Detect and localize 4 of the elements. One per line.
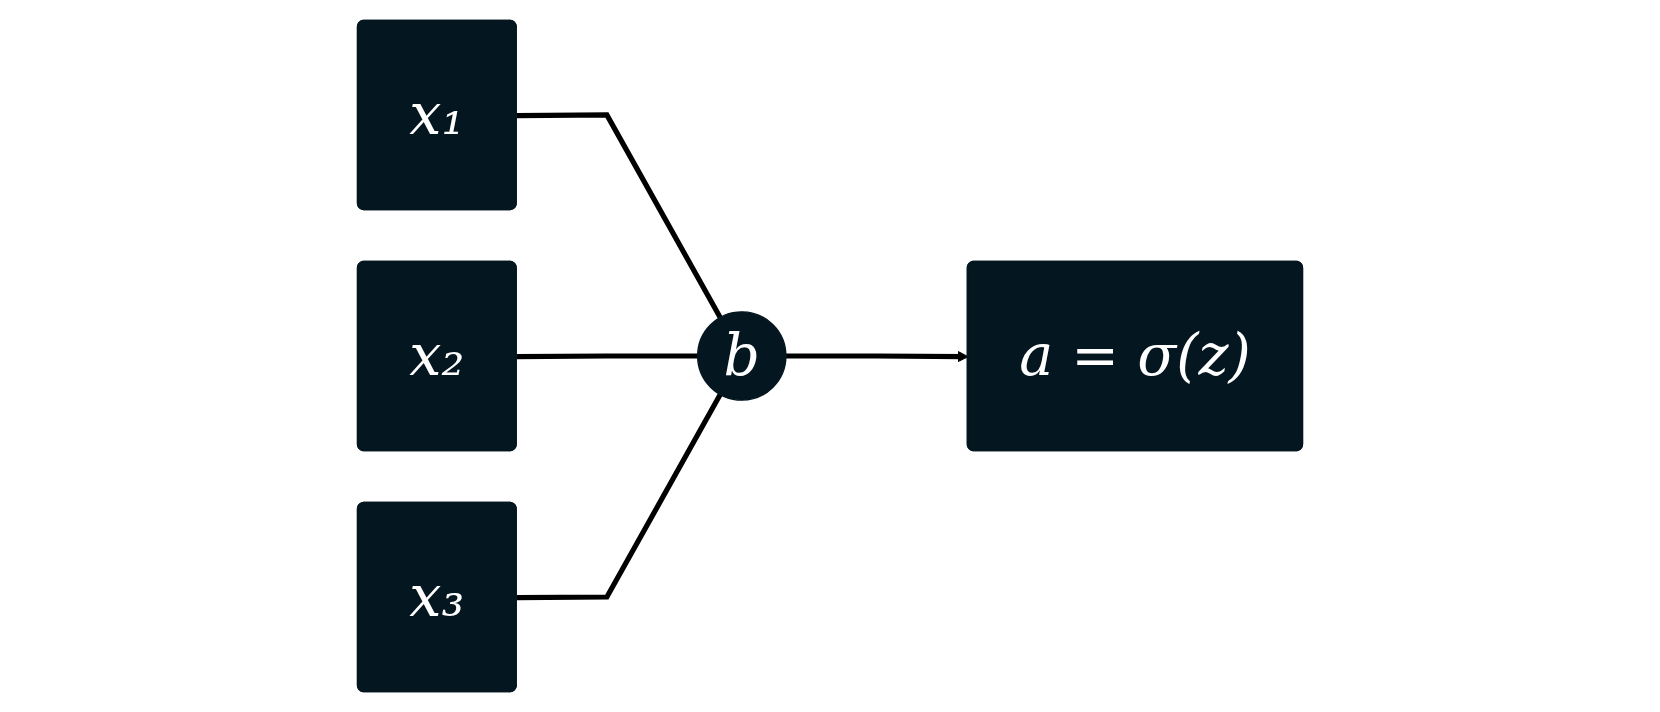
connector [516, 353, 698, 360]
connector [516, 112, 723, 319]
node-circle: b [696, 311, 787, 401]
connector [516, 393, 723, 601]
